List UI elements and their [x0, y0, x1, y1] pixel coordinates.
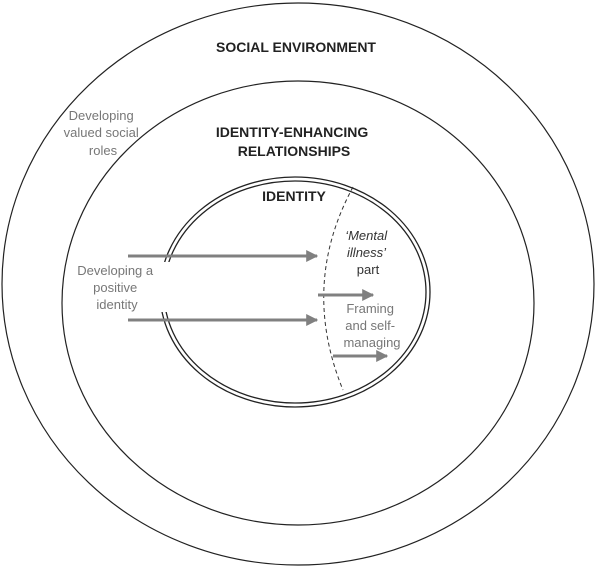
framing-line: Framing [346, 301, 394, 316]
positive-identity-line: identity [96, 297, 138, 312]
valued-social-roles-line: Developing [69, 108, 134, 123]
valued-social-roles-line: roles [89, 143, 118, 158]
mental-illness-line: illness’ [347, 245, 387, 260]
positive-identity-label: Developing a positive identity [77, 263, 157, 312]
framing-line: and self- [345, 318, 395, 333]
framing-line: managing [343, 335, 400, 350]
relationships-title: IDENTITY-ENHANCING RELATIONSHIPS [216, 124, 372, 159]
mental-illness-line: part [357, 262, 380, 277]
social-environment-title: SOCIAL ENVIRONMENT [216, 39, 376, 55]
positive-identity-label-bg [70, 262, 170, 312]
framing-label: Framing and self- managing [343, 301, 400, 350]
mental-illness-line: ‘Mental [345, 228, 388, 243]
mental-illness-label: ‘Mental illness’ part [345, 228, 391, 277]
mental-illness-divider [323, 186, 354, 391]
identity-circle-inner-ring [163, 180, 427, 404]
relationships-circle [61, 80, 535, 526]
identity-circle-outer-ring [159, 176, 431, 408]
valued-social-roles-label: Developing valued social roles [64, 108, 143, 158]
identity-title: IDENTITY [262, 188, 326, 204]
relationships-title-line: RELATIONSHIPS [238, 143, 351, 159]
valued-social-roles-line: valued social [64, 125, 139, 140]
positive-identity-line: positive [93, 280, 137, 295]
positive-identity-line: Developing a [77, 263, 154, 278]
relationships-title-line: IDENTITY-ENHANCING [216, 124, 369, 140]
